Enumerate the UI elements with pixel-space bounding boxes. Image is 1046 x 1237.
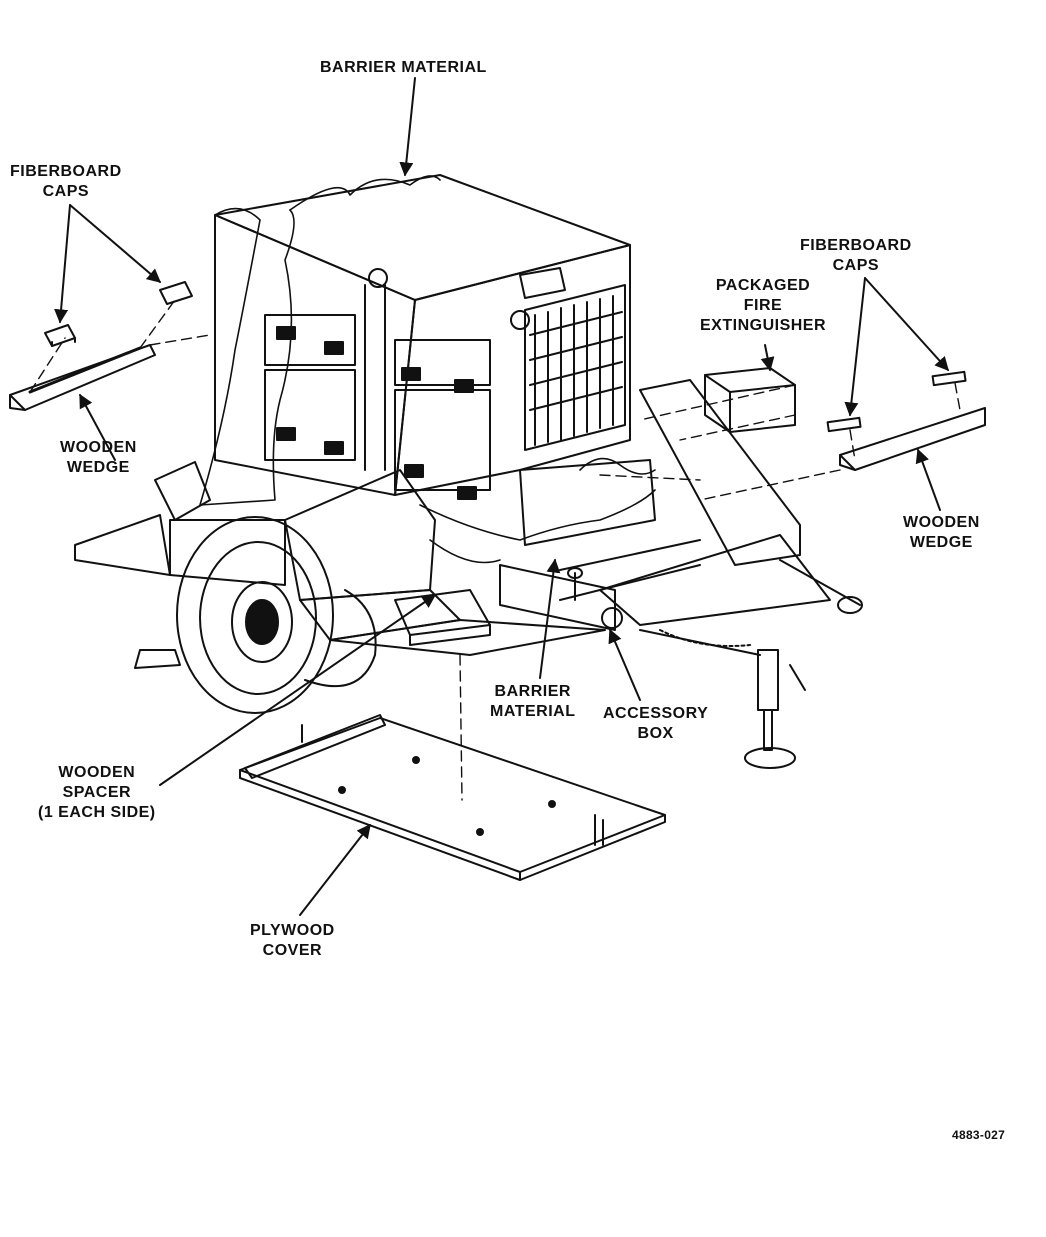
- leader-arrows: [54, 77, 949, 916]
- label-accessory-box: ACCESSORY BOX: [603, 705, 709, 742]
- landing-jack: [744, 649, 806, 769]
- fiberboard-caps-left-drawing: [44, 281, 193, 347]
- plywood-cover-drawing: [239, 714, 666, 881]
- accessory-box-drawing: [394, 589, 491, 646]
- wheel: [176, 516, 377, 714]
- label-barrier-material-bottom: BARRIER MATERIAL: [490, 683, 576, 720]
- fire-extinguisher-package: [704, 367, 796, 433]
- fiberboard-caps-right-drawing: [826, 370, 967, 433]
- figure-number: 4883-027: [952, 1128, 1006, 1142]
- wooden-wedge-left-drawing: [9, 344, 156, 411]
- generator-set: [214, 174, 656, 546]
- wooden-wedge-right-drawing: [839, 407, 986, 471]
- label-plywood-cover: PLYWOOD COVER: [250, 922, 335, 959]
- label-wooden-wedge-right: WOODEN WEDGE: [903, 514, 980, 551]
- trailer-chassis: [74, 379, 801, 669]
- tow-bar: [559, 534, 863, 656]
- label-wooden-spacer: WOODEN SPACER (1 EACH SIDE): [38, 764, 156, 821]
- label-barrier-material-top: BARRIER MATERIAL: [320, 59, 487, 76]
- alignment-lines: [29, 299, 961, 801]
- label-packaged-fire-extinguisher: PACKAGED FIRE EXTINGUISHER: [700, 277, 827, 334]
- barrier-material-drape: [199, 175, 656, 564]
- label-wooden-wedge-left: WOODEN WEDGE: [60, 439, 137, 476]
- label-fiberboard-caps-right: FIBERBOARD CAPS: [800, 237, 912, 274]
- label-fiberboard-caps-left: FIBERBOARD CAPS: [10, 163, 122, 200]
